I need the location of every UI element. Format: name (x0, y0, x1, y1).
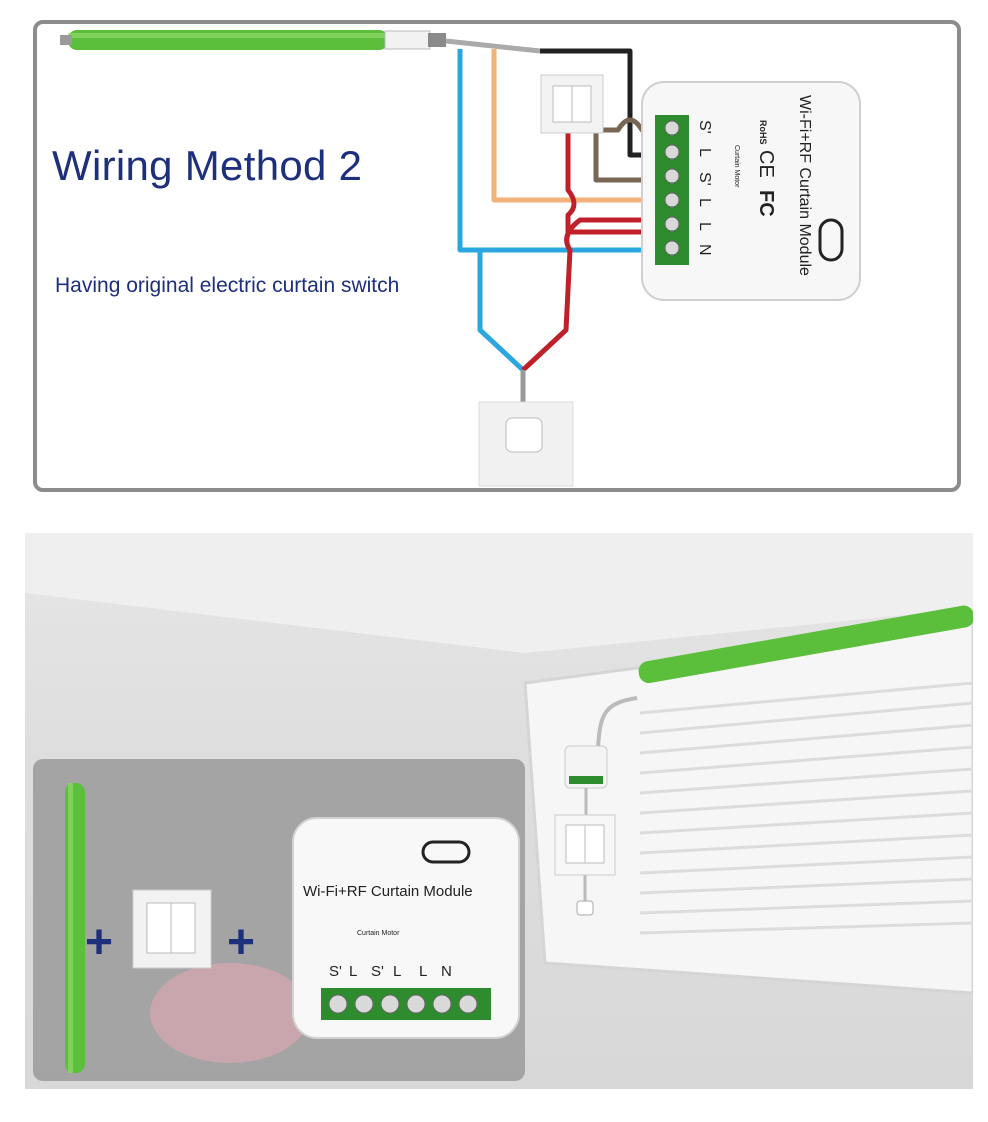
power-outlet (478, 370, 574, 487)
rohs-mark: RoHS (758, 120, 768, 145)
wall-switch (540, 74, 604, 134)
product-terminal-n: N (441, 963, 452, 980)
curtain-motor-label: Curtain Motor (733, 145, 740, 188)
product-module-name: Wi-Fi+RF Curtain Module (303, 883, 473, 900)
terminal-l1: L (696, 148, 713, 157)
product-terminal-l2: L (393, 963, 401, 980)
diagram-title: Wiring Method 2 (52, 142, 363, 189)
product-terminal-l1: L (349, 963, 357, 980)
wire-blue-down (477, 250, 525, 372)
product-terminal-l3: L (419, 963, 427, 980)
product-terminal-s2: S' (371, 963, 384, 980)
terminal-s2: S' (696, 172, 713, 186)
product-terminal-s1: S' (329, 963, 342, 980)
terminal-l3: L (696, 222, 713, 231)
curtain-module (641, 81, 861, 301)
diagram-subtitle: Having original electric curtain switch (55, 274, 400, 297)
ce-mark: CE (755, 150, 777, 178)
fc-mark: FC (755, 190, 777, 217)
module-name-rotated: Wi-Fi+RF Curtain Module (796, 95, 813, 276)
wire-blue (457, 49, 668, 253)
product-inner-label: Curtain Motor (357, 930, 400, 937)
terminal-n: N (696, 244, 713, 256)
wiring-diagram-graphic (60, 30, 861, 487)
room-scene: + + Wi-Fi+RF Curtain Module Curtain Moto… (25, 533, 973, 1089)
wire-brown-motor (491, 49, 668, 203)
room-scene-graphic: + + Wi-Fi+RF Curtain Module Curtain Moto… (25, 533, 973, 1081)
terminal-l2: L (696, 198, 713, 207)
module-label-layer: Wi-Fi+RF Curtain Module S' L S' L L N Cu… (696, 95, 813, 276)
svg-text:+: + (85, 916, 113, 969)
terminal-s1: S' (696, 120, 713, 134)
svg-text:+: + (227, 916, 255, 969)
curtain-motor (60, 30, 541, 54)
wire-red (521, 132, 668, 372)
